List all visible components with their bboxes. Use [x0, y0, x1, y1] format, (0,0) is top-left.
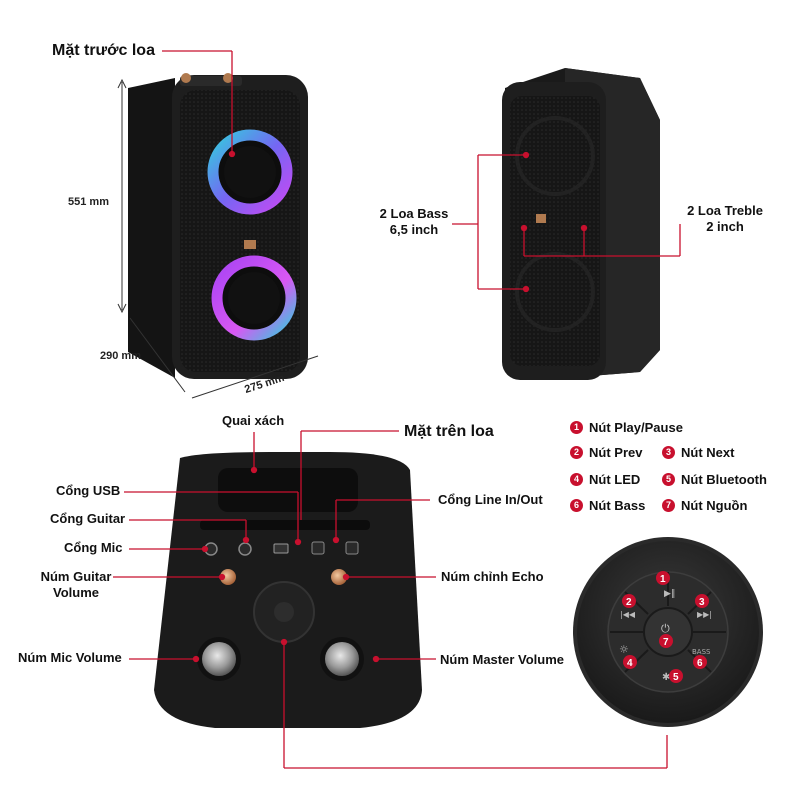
panel-num-1: 1	[660, 574, 666, 585]
front-leader	[162, 50, 236, 158]
svg-text:☼: ☼	[619, 643, 629, 656]
top-leaders-left	[113, 491, 302, 663]
guitar-volume-line1: Núm Guitar	[40, 569, 112, 584]
side-speaker-image	[502, 68, 660, 380]
legend-item-5: 5 Nút Bluetooth	[662, 472, 767, 487]
legend-item-1: 1 Nút Play/Pause	[570, 420, 683, 435]
master-volume-label: Núm Master Volume	[440, 652, 565, 667]
svg-text:⏻: ⏻	[661, 622, 670, 635]
bass-label-line2: 6,5 inch	[389, 222, 439, 237]
legend-num: 4	[570, 473, 583, 486]
top-label: Mặt trên loa	[404, 423, 494, 440]
front-speaker-image	[128, 73, 308, 379]
bass-label: 2 Loa Bass 6,5 inch	[376, 206, 452, 238]
treble-leader	[520, 224, 681, 257]
panel-num-7: 7	[663, 637, 669, 648]
legend-text: Nút Bluetooth	[681, 472, 767, 487]
guitar-volume-line2: Volume	[53, 585, 99, 600]
legend-item-7: 7 Nút Nguồn	[662, 498, 747, 513]
panel-bass-text: BASS	[692, 648, 711, 656]
treble-label-line2: 2 inch	[706, 219, 744, 234]
legend-item-2: 2 Nút Prev	[570, 445, 642, 460]
legend-num: 2	[570, 446, 583, 459]
panel-num-4: 4	[627, 658, 633, 669]
top-leaders-right	[250, 430, 668, 769]
legend-num: 5	[662, 473, 675, 486]
top-view-image	[154, 452, 422, 728]
svg-text:▶‖: ▶‖	[664, 589, 675, 599]
guitar-port-label: Cổng Guitar	[50, 511, 126, 526]
legend-text: Nút Play/Pause	[589, 420, 683, 435]
echo-knob-label: Núm chỉnh Echo	[441, 569, 544, 584]
usb-port-label: Cổng USB	[56, 483, 121, 498]
bass-leader	[452, 151, 530, 293]
mic-volume-label: Núm Mic Volume	[18, 650, 122, 665]
legend-num: 7	[662, 499, 675, 512]
legend-num: 3	[662, 446, 675, 459]
svg-text:▶▶|: ▶▶|	[697, 610, 712, 619]
front-label: Mặt trước loa	[52, 42, 155, 59]
panel-num-5: 5	[673, 672, 679, 683]
dimension-lines	[117, 78, 319, 399]
line-port-label: Cổng Line In/Out	[438, 492, 543, 507]
legend-num: 1	[570, 421, 583, 434]
control-panel-zoom: ▶‖ |◀◀ ▶▶| ⏻ ☼ ✱ BASS 1 2 3 4 5 6 7	[573, 537, 763, 727]
treble-label-line1: 2 Loa Treble	[687, 203, 763, 218]
height-dimension: 551 mm	[68, 196, 109, 208]
panel-num-6: 6	[697, 658, 703, 669]
legend-text: Nút Next	[681, 445, 735, 460]
legend-text: Nút Bass	[589, 498, 646, 513]
bass-label-line1: 2 Loa Bass	[379, 206, 449, 221]
legend-item-4: 4 Nút LED	[570, 472, 640, 487]
handle-label: Quai xách	[222, 413, 285, 428]
mic-port-label: Cổng Mic	[64, 540, 123, 555]
panel-num-3: 3	[699, 597, 705, 608]
legend-text: Nút LED	[589, 472, 641, 487]
legend-item-6: 6 Nút Bass	[570, 498, 645, 513]
depth-dimension: 290 mm	[100, 350, 141, 362]
legend-text: Nút Nguồn	[681, 498, 748, 513]
guitar-volume-label: Núm Guitar Volume	[40, 569, 112, 601]
svg-text:✱: ✱	[662, 672, 670, 683]
legend-num: 6	[570, 499, 583, 512]
legend-item-3: 3 Nút Next	[662, 445, 734, 460]
legend-text: Nút Prev	[589, 445, 643, 460]
treble-label: 2 Loa Treble 2 inch	[680, 203, 770, 235]
svg-text:|◀◀: |◀◀	[620, 610, 636, 619]
panel-num-2: 2	[626, 597, 632, 608]
